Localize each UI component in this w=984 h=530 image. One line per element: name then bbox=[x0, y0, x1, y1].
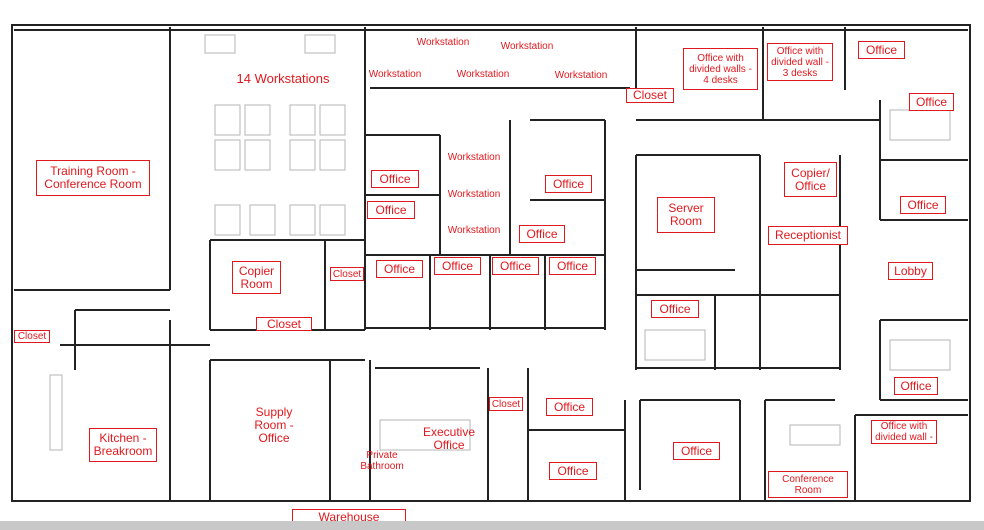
label-workstation: Workstation bbox=[416, 36, 470, 48]
label-kitchen-breakroom: Kitchen - Breakroom bbox=[89, 428, 157, 462]
label-closet: Closet bbox=[626, 88, 674, 103]
label-office-3-desks: Office with divided wall - 3 desks bbox=[767, 43, 833, 81]
label-office: Office bbox=[858, 41, 905, 59]
label-closet: Closet bbox=[330, 267, 364, 281]
label-office: Office bbox=[371, 170, 419, 188]
label-14-workstations: 14 Workstations bbox=[236, 70, 330, 86]
label-workstation: Workstation bbox=[447, 224, 501, 236]
label-office: Office bbox=[894, 377, 938, 395]
label-workstation: Workstation bbox=[447, 188, 501, 200]
label-supply-room: Supply Room - Office bbox=[254, 404, 294, 445]
label-office: Office bbox=[549, 257, 596, 275]
label-receptionist: Receptionist bbox=[768, 226, 848, 245]
label-server-room: Server Room bbox=[657, 197, 715, 233]
label-office-4-desks: Office with divided walls - 4 desks bbox=[683, 48, 758, 90]
label-workstation: Workstation bbox=[456, 68, 510, 80]
label-copier-office: Copier/ Office bbox=[784, 162, 837, 197]
label-office: Office bbox=[545, 175, 592, 193]
label-workstation: Workstation bbox=[368, 68, 422, 80]
label-copier-room: Copier Room bbox=[232, 261, 281, 294]
label-office: Office bbox=[909, 93, 954, 111]
label-office: Office bbox=[900, 196, 946, 214]
bottom-border-strip bbox=[0, 521, 984, 530]
label-office: Office bbox=[434, 257, 481, 275]
label-workstation: Workstation bbox=[447, 151, 501, 163]
label-office: Office bbox=[367, 201, 415, 219]
label-closet: Closet bbox=[489, 397, 523, 411]
walls bbox=[11, 24, 971, 502]
label-office-divided-wall: Office with divided wall - bbox=[871, 420, 937, 444]
label-private-bathroom: Private Bathroom bbox=[360, 450, 404, 472]
label-training-room: Training Room - Conference Room bbox=[36, 160, 150, 196]
label-workstation: Workstation bbox=[554, 69, 608, 81]
label-office: Office bbox=[651, 300, 699, 318]
label-closet: Closet bbox=[14, 330, 50, 343]
furniture bbox=[49, 34, 951, 451]
label-lobby: Lobby bbox=[888, 262, 933, 280]
label-workstation: Workstation bbox=[500, 40, 554, 52]
label-office: Office bbox=[492, 257, 539, 275]
label-office: Office bbox=[546, 398, 593, 416]
outer-wall bbox=[11, 24, 971, 502]
label-office: Office bbox=[376, 260, 423, 278]
label-closet: Closet bbox=[256, 317, 312, 331]
label-executive-office: Executive Office bbox=[422, 425, 476, 452]
label-office: Office bbox=[519, 225, 565, 243]
label-office: Office bbox=[549, 462, 597, 480]
label-office: Office bbox=[673, 442, 720, 460]
label-conference-room: Conference Room bbox=[768, 471, 848, 498]
